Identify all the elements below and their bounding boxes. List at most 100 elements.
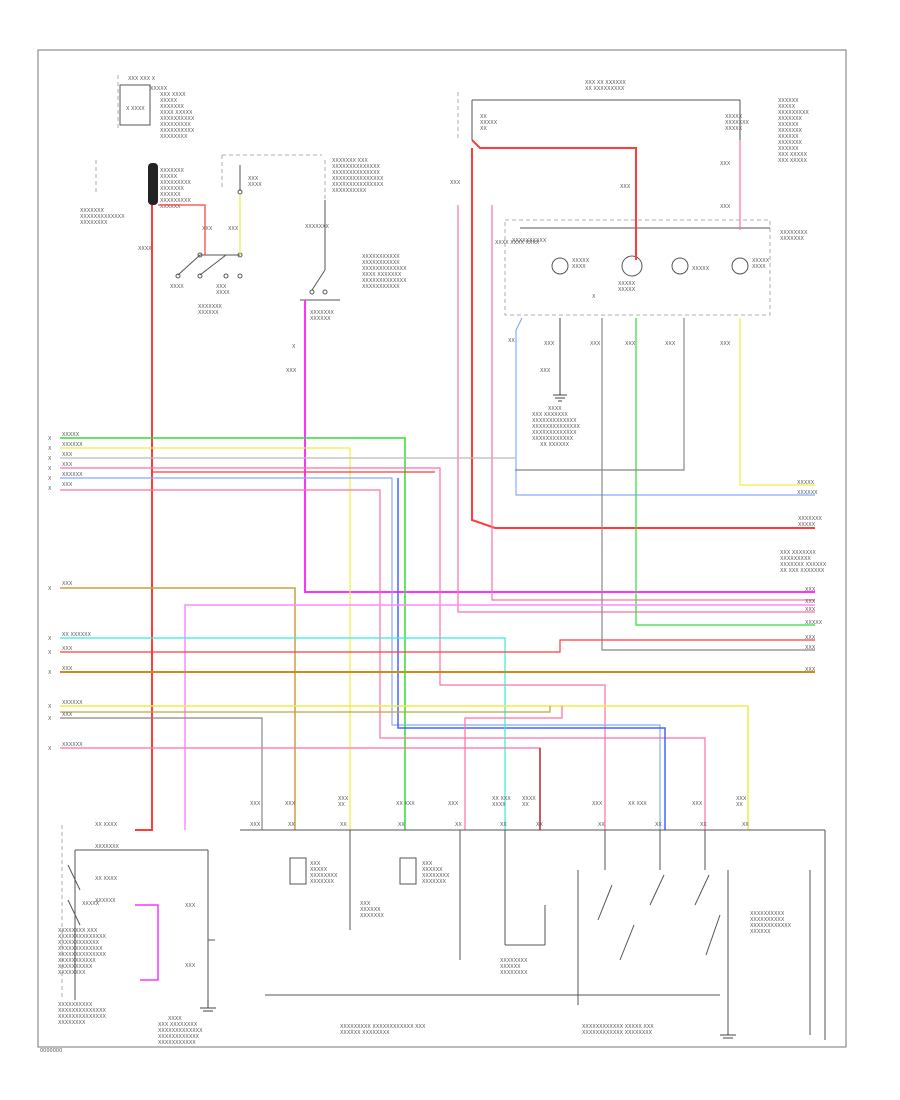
svg-text:XX: XX bbox=[338, 802, 345, 808]
svg-text:XX XXX: XX XXX bbox=[492, 796, 511, 802]
svg-text:XX: XX bbox=[736, 802, 743, 808]
svg-text:XX: XX bbox=[455, 822, 462, 828]
wire-tan-bus bbox=[60, 587, 296, 830]
svg-text:XXXXXXXXXXXX: XXXXXXXXXXXX bbox=[58, 940, 100, 946]
svg-text:XXXXXXXXXX: XXXXXXXXXX bbox=[58, 1002, 93, 1008]
wire-magenta-module bbox=[135, 904, 159, 981]
svg-text:XXXXXX: XXXXXX bbox=[198, 310, 219, 316]
svg-text:XXXXXXXXXXXXX: XXXXXXXXXXXXX bbox=[58, 946, 103, 952]
svg-text:XX XXXXXXXXX: XX XXXXXXXXX bbox=[585, 86, 625, 92]
svg-text:XX XXX XXXXXXX: XX XXX XXXXXXX bbox=[780, 568, 825, 574]
svg-text:XX XXX: XX XXX bbox=[396, 801, 415, 807]
svg-text:XX: XX bbox=[480, 114, 487, 120]
svg-text:X: X bbox=[48, 456, 52, 462]
svg-text:XXXXX: XXXXX bbox=[618, 287, 636, 293]
svg-text:XXXXXXX: XXXXXXX bbox=[780, 236, 805, 242]
svg-text:XXXXX: XXXXX bbox=[692, 266, 710, 272]
svg-text:XXXXXXXXXX: XXXXXXXXXX bbox=[160, 116, 195, 122]
svg-text:XXXXXXX: XXXXXXX bbox=[798, 516, 823, 522]
svg-text:XXXXXX: XXXXXX bbox=[95, 898, 116, 904]
wire-lightblue-cluster bbox=[515, 317, 815, 496]
svg-text:XXXXXXX XXX: XXXXXXX XXX bbox=[332, 158, 368, 164]
wire-tan-b bbox=[60, 706, 551, 713]
wire-green-cluster bbox=[635, 318, 815, 626]
brake-switch: XXXXXXX XXX XXXXXXXXXXXXXX XXXXXXXXXXXXX… bbox=[286, 158, 407, 374]
svg-text:XXX: XXX bbox=[360, 901, 371, 907]
svg-text:XXXXX: XXXXX bbox=[480, 120, 498, 126]
ignition-switch: XXX XXXX XXX XXX XXXX XXX XXXX XXXXXXX X… bbox=[170, 154, 322, 316]
svg-text:XXX: XXX bbox=[250, 801, 261, 807]
svg-text:XX: XX bbox=[742, 822, 749, 828]
svg-text:XXXXX: XXXXX bbox=[310, 867, 328, 873]
svg-text:X: X bbox=[48, 704, 52, 710]
svg-text:XXX: XXX bbox=[250, 822, 261, 828]
svg-text:XXXXXXX: XXXXXXX bbox=[778, 140, 803, 146]
svg-text:XXXXXXXXX: XXXXXXXXX bbox=[778, 110, 809, 116]
wire-pink-bus bbox=[60, 467, 606, 830]
svg-text:XXX: XXX bbox=[805, 587, 816, 593]
svg-text:XXXXXXX: XXXXXXX bbox=[422, 879, 447, 885]
svg-text:XX: XX bbox=[598, 822, 605, 828]
svg-text:XXXXXXX: XXXXXXX bbox=[95, 844, 120, 850]
svg-text:XXXXXX: XXXXXX bbox=[62, 742, 83, 748]
svg-text:XXXXXXXXXXXXXXX: XXXXXXXXXXXXXXX bbox=[332, 176, 384, 182]
svg-text:XXXXX: XXXXX bbox=[160, 174, 178, 180]
svg-text:XX XXX: XX XXX bbox=[628, 801, 647, 807]
wire-magenta-brake bbox=[304, 300, 815, 593]
wire-red-ign bbox=[158, 204, 206, 255]
svg-text:XXX: XXX bbox=[720, 161, 731, 167]
svg-text:XXXXXXXXXXXXXX: XXXXXXXXXXXXXX bbox=[58, 1014, 107, 1020]
svg-text:XX XXXX: XX XXXX bbox=[95, 822, 118, 828]
svg-text:XX: XX bbox=[398, 822, 405, 828]
svg-text:XX: XX bbox=[700, 822, 707, 828]
svg-text:XXXXXXXXXXXXXX: XXXXXXXXXXXXXX bbox=[58, 952, 107, 958]
svg-text:XXXXX: XXXXX bbox=[618, 281, 636, 287]
svg-text:XXXXX: XXXXX bbox=[82, 901, 100, 907]
svg-text:XXXXXXXXXXXXX: XXXXXXXXXXXXX bbox=[362, 266, 407, 272]
svg-text:XXXXXXXXXXXXXX: XXXXXXXXXXXXXX bbox=[532, 424, 581, 430]
svg-text:XXX: XXX bbox=[62, 581, 73, 587]
svg-text:XXXXXX: XXXXXX bbox=[62, 472, 83, 478]
svg-text:X: X bbox=[48, 486, 52, 492]
svg-text:XXXXXXX: XXXXXXX bbox=[725, 120, 750, 126]
svg-text:XXX XXXXX: XXX XXXXX bbox=[778, 152, 808, 158]
svg-text:XXXXXX: XXXXXX bbox=[750, 929, 771, 935]
svg-text:XXXXXX: XXXXXX bbox=[778, 134, 799, 140]
svg-text:XXXXXXXXXXXXXXX: XXXXXXXXXXXXXXX bbox=[332, 182, 384, 188]
svg-text:XXX: XXX bbox=[540, 368, 551, 374]
svg-text:XXXX: XXXX bbox=[522, 796, 536, 802]
svg-text:XXXXXXXXXXXX XXXXXXXX: XXXXXXXXXXXX XXXXXXXX bbox=[582, 1030, 653, 1036]
svg-text:XXXXXXXXXXXXX: XXXXXXXXXXXXX bbox=[80, 214, 125, 220]
svg-text:XXX: XXX bbox=[310, 861, 321, 867]
svg-text:XXX: XXX bbox=[805, 667, 816, 673]
svg-text:X: X bbox=[48, 650, 52, 656]
wire-red-fuse-down bbox=[471, 148, 815, 529]
svg-text:XXXXXXXXXXX: XXXXXXXXXXX bbox=[362, 260, 400, 266]
footer-mark: 0000000 bbox=[40, 1048, 62, 1054]
svg-text:XXX: XXX bbox=[592, 801, 603, 807]
svg-text:X: X bbox=[48, 746, 52, 752]
svg-text:XXX: XXX bbox=[590, 341, 601, 347]
svg-text:XXXXXXXXXXXXXX: XXXXXXXXXXXXXX bbox=[58, 934, 107, 940]
svg-text:X: X bbox=[48, 446, 52, 452]
svg-text:XXXXXXXXXX: XXXXXXXXXX bbox=[160, 128, 195, 134]
svg-text:XXXXXXXXXXX: XXXXXXXXXXX bbox=[362, 254, 400, 260]
svg-text:XXXXXXXXXXXXX: XXXXXXXXXXXXX bbox=[532, 430, 577, 436]
svg-text:XX: XX bbox=[522, 802, 529, 808]
svg-text:X: X bbox=[48, 670, 52, 676]
svg-text:XXXXX: XXXXX bbox=[150, 86, 168, 92]
wire-gray-b bbox=[60, 717, 263, 830]
svg-text:XX: XX bbox=[288, 822, 295, 828]
svg-text:XXX: XXX bbox=[285, 801, 296, 807]
svg-text:XXXXXX: XXXXXX bbox=[62, 700, 83, 706]
svg-text:XXXXXXX: XXXXXXX bbox=[80, 208, 105, 214]
wire-gray-cluster-b bbox=[515, 318, 685, 471]
svg-text:XXX: XXX bbox=[665, 341, 676, 347]
svg-text:XXX: XXX bbox=[720, 341, 731, 347]
svg-text:XXXXXXXX: XXXXXXXX bbox=[422, 873, 450, 879]
svg-text:XXXXXXXX: XXXXXXXX bbox=[500, 958, 528, 964]
svg-text:X: X bbox=[48, 436, 52, 442]
transmission-module: XXX XXXXX XXXXXXXX XXXXXXX XXX XXXXXX XX… bbox=[240, 829, 826, 1040]
diagram-frame bbox=[37, 49, 847, 1048]
